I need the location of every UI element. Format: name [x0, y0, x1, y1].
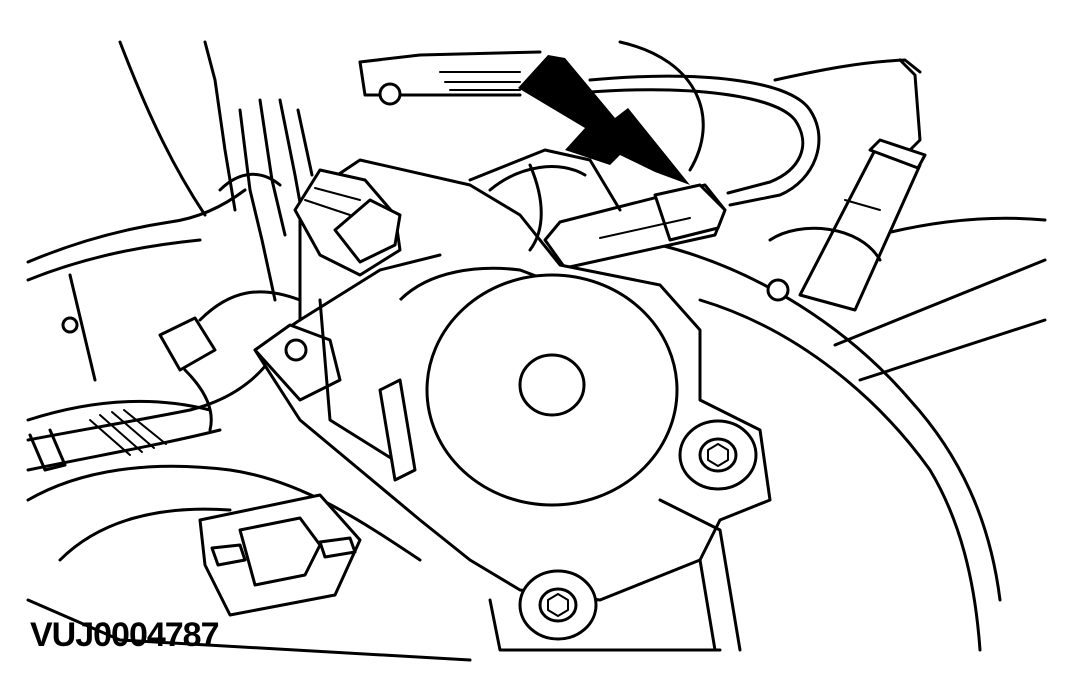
mounting-bolt	[518, 569, 598, 641]
wiring-harness	[26, 98, 314, 472]
panel-background	[26, 40, 1047, 662]
housing-plug	[293, 168, 417, 482]
side-connector	[766, 138, 927, 312]
sensor-cable	[588, 58, 922, 207]
lower-bracket	[488, 498, 742, 652]
electrical-connector	[543, 183, 727, 270]
panel-clip	[198, 493, 362, 617]
arrow-pointer	[518, 55, 690, 185]
mounting-bolt	[678, 419, 758, 491]
actuator-motor	[425, 148, 679, 507]
panel-bolt	[61, 82, 402, 334]
figure-id-label: VUJ0004787	[30, 616, 220, 654]
